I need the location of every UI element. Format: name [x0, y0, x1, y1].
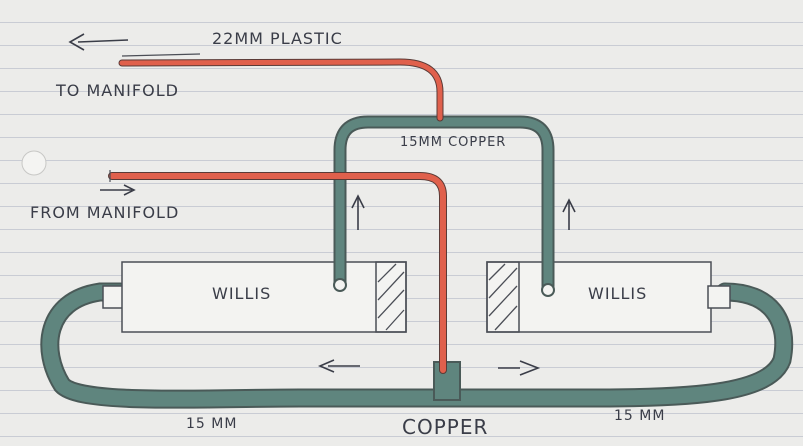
plastic-pipe-from-manifold	[108, 170, 447, 374]
arrow-left-icon	[317, 359, 360, 373]
arrow-left-icon	[68, 33, 129, 51]
cylinder-right	[486, 261, 731, 333]
cylinder-left-label: WILLIS	[212, 284, 271, 303]
bottom-left-size-label: 15 MM	[186, 416, 237, 432]
cylinder-left	[102, 261, 407, 333]
copper-u-loop	[333, 115, 555, 297]
arrow-up-icon	[562, 198, 576, 230]
copper-size-label: 15MM COPPER	[400, 135, 506, 150]
arrow-up-icon	[351, 194, 365, 230]
cylinder-right-label: WILLIS	[588, 284, 647, 303]
arrow-right-icon	[100, 184, 136, 196]
to-manifold-label: TO MANIFOLD	[55, 81, 179, 100]
bottom-right-size-label: 15 MM	[614, 408, 665, 424]
binder-hole	[21, 150, 47, 176]
plastic-pipe-to-manifold	[118, 53, 444, 122]
bottom-copper-loop	[40, 282, 794, 409]
pipe-size-label: 22MM PLASTIC	[212, 29, 343, 48]
arrow-right-icon	[498, 360, 541, 376]
copper-label: COPPER	[402, 415, 488, 439]
from-manifold-label: FROM MANIFOLD	[30, 203, 179, 222]
